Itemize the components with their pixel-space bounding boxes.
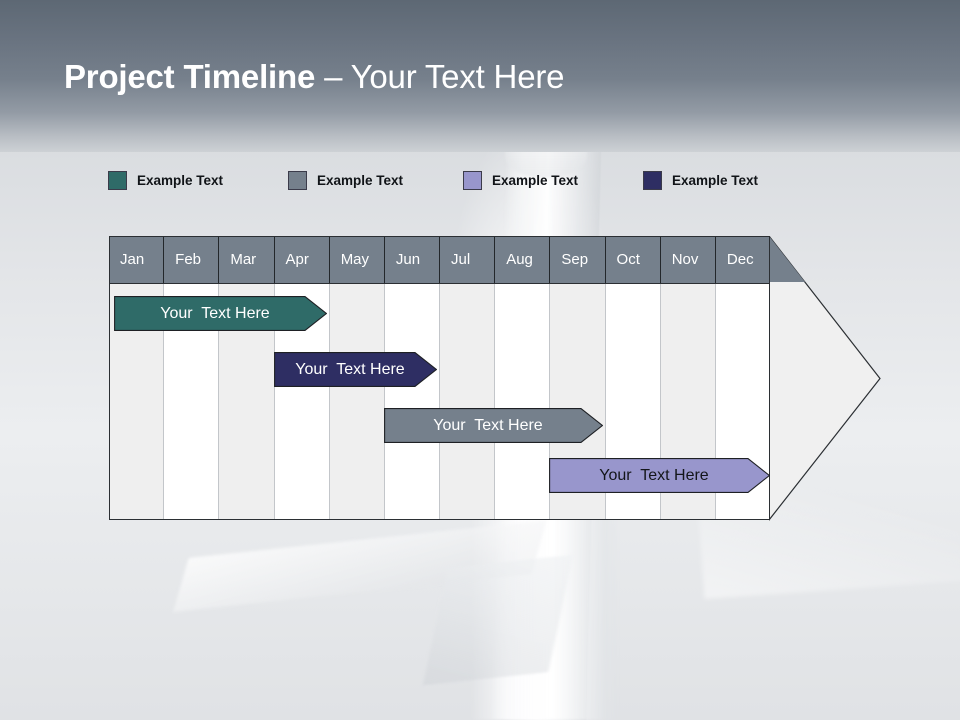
legend-label-1: Example Text (137, 173, 224, 188)
page-title-bold: Project Timeline (64, 58, 316, 95)
month-header-jan[interactable]: Jan (109, 236, 165, 283)
page-title-light: – Your Text Here (315, 58, 565, 95)
month-header-apr[interactable]: Apr (275, 236, 330, 283)
legend-swatch-icon-3 (463, 171, 482, 190)
legend-label-2: Example Text (317, 173, 404, 188)
timeline-bar-1[interactable]: Your Text Here (114, 296, 327, 331)
timeline-bar-3[interactable]: Your Text Here (384, 408, 603, 443)
month-header-nov[interactable]: Nov (661, 236, 716, 283)
timeline-arrow-head (769, 236, 881, 521)
title-band (0, 0, 960, 152)
legend-swatch-icon-2 (288, 171, 307, 190)
month-header-aug[interactable]: Aug (495, 236, 551, 283)
month-header-dec[interactable]: Dec (726, 251, 754, 268)
month-header-sep[interactable]: Sep (550, 236, 606, 283)
month-header-jun[interactable]: Jun (385, 236, 441, 283)
month-header-may[interactable]: May (330, 236, 385, 283)
legend-swatch-icon-4 (643, 171, 662, 190)
legend-label-3: Example Text (492, 173, 579, 188)
timeline-bar-4[interactable]: Your Text Here (549, 458, 770, 493)
legend-item-2[interactable]: Example Text (288, 171, 403, 190)
month-header-feb[interactable]: Feb (164, 236, 220, 283)
timeline-bar-2[interactable]: Your Text Here (274, 352, 437, 387)
timeline-header-rule (109, 283, 770, 284)
legend: Example Text Example Text Example Text E… (108, 171, 828, 193)
legend-swatch-icon-1 (108, 171, 127, 190)
legend-label-4: Example Text (672, 173, 759, 188)
month-header-mar[interactable]: Mar (219, 236, 275, 283)
legend-item-3[interactable]: Example Text (463, 171, 578, 190)
page-title: Project Timeline – Your Text Here (64, 58, 564, 96)
month-header-oct[interactable]: Oct (606, 236, 661, 283)
legend-item-4[interactable]: Example Text (643, 171, 758, 190)
month-header-jul[interactable]: Jul (440, 236, 496, 283)
legend-item-1[interactable]: Example Text (108, 171, 223, 190)
